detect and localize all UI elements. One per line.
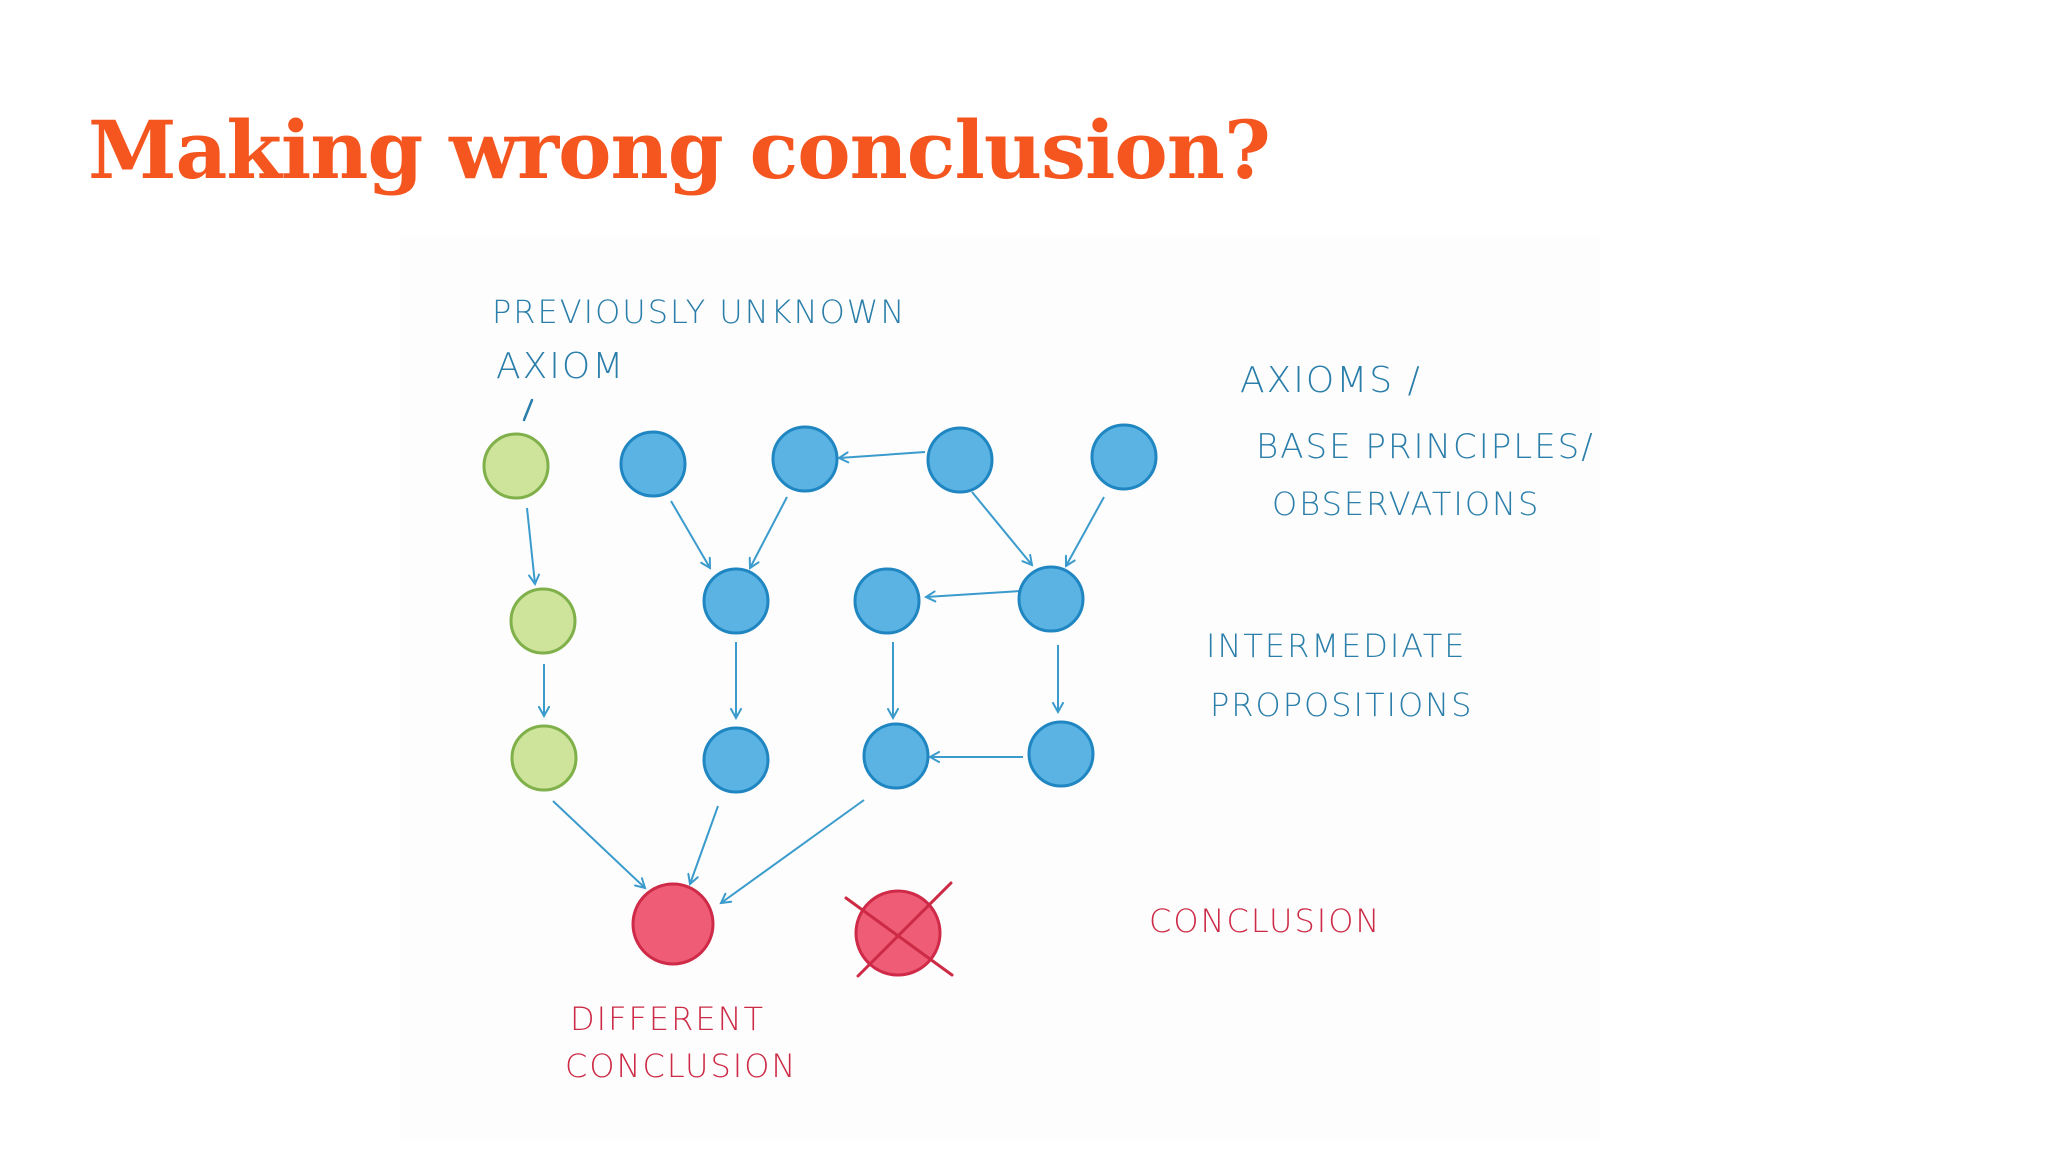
green-node-group [482, 432, 578, 792]
blue-node-intermediate [862, 722, 930, 790]
conclusion-label: CONCLUSION [1149, 902, 1381, 940]
cross-out-mark [856, 881, 953, 978]
unknown-axiom-label-line2: AXIOM [496, 346, 625, 387]
arrow [971, 491, 1032, 565]
blue-node-intermediate [853, 567, 921, 635]
different-conclusion-label-line1: DIFFERENT [570, 1000, 765, 1038]
different-conclusion-label-line2: CONCLUSION [565, 1047, 797, 1085]
green-node [509, 587, 577, 655]
red-node-conclusion [854, 889, 942, 977]
arrow [552, 800, 645, 888]
arrow [670, 500, 710, 568]
slide-title: Making wrong conclusion? [88, 103, 1271, 197]
green-node-unknown-axiom [482, 432, 550, 500]
blue-node-intermediate [1017, 565, 1085, 633]
axioms-label-line1: AXIOMS / [1240, 360, 1422, 401]
arrow [690, 805, 719, 884]
blue-node-group [619, 423, 1158, 794]
arrow [721, 799, 865, 903]
axioms-label-line2: BASE PRINCIPLES/ [1256, 427, 1595, 467]
axioms-label-line3: OBSERVATIONS [1272, 485, 1540, 523]
blue-node-axiom [1090, 423, 1158, 491]
arrow [750, 496, 788, 568]
arrow-group [526, 451, 1105, 903]
red-node-different-conclusion [631, 882, 715, 966]
unknown-axiom-pointer [522, 398, 534, 422]
blue-node-axiom [619, 430, 687, 498]
blue-node-intermediate [1027, 720, 1095, 788]
arrow [526, 507, 535, 584]
blue-node-intermediate [702, 567, 770, 635]
blue-node-axiom [771, 425, 839, 493]
unknown-axiom-label-line1: PREVIOUSLY UNKNOWN [492, 293, 906, 331]
intermediate-label-line1: INTERMEDIATE [1206, 627, 1466, 665]
red-node-crossed-conclusion [844, 881, 954, 978]
green-node [510, 724, 578, 792]
arrow [926, 590, 1021, 597]
intermediate-label-line2: PROPOSITIONS [1210, 686, 1473, 724]
blue-node-intermediate [702, 726, 770, 794]
arrow [1066, 496, 1105, 566]
blue-node-axiom [926, 426, 994, 494]
diagram-panel [400, 235, 1600, 1140]
arrow [839, 451, 926, 458]
